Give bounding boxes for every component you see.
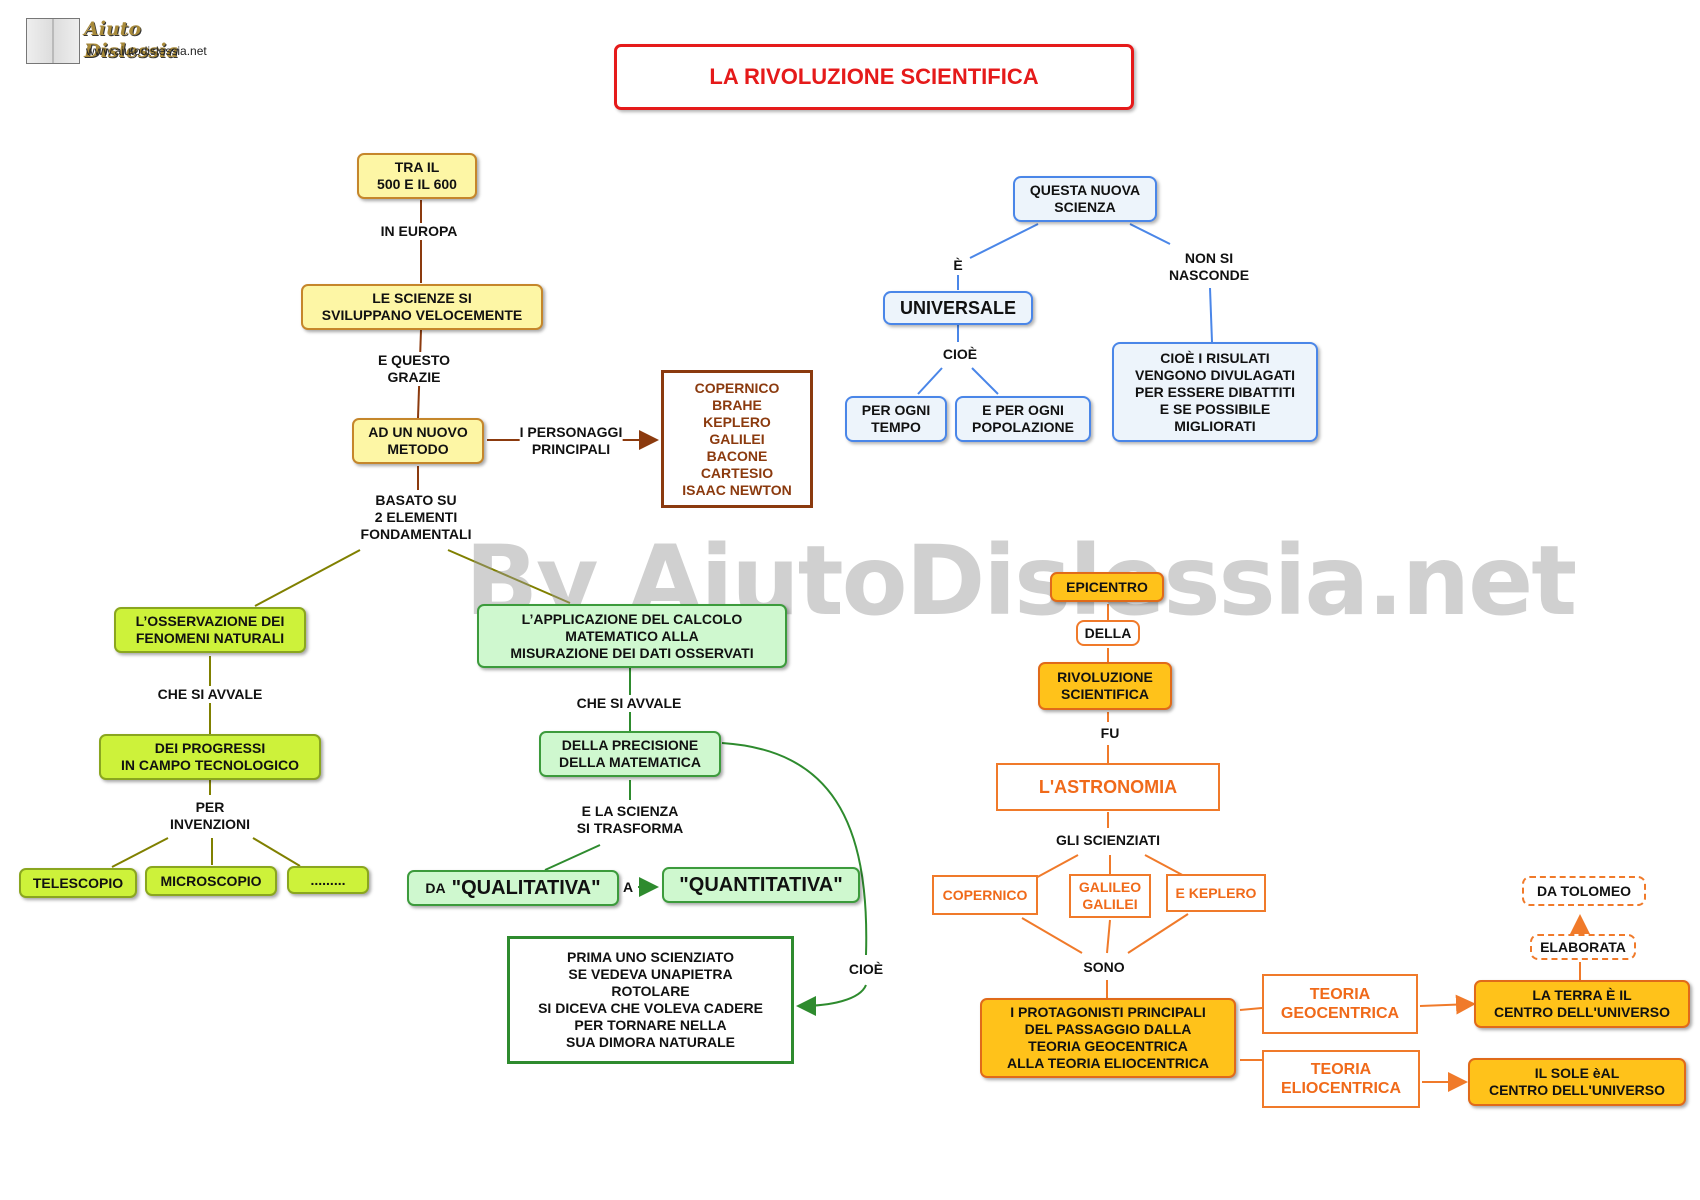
node-label: LA TERRA È IL CENTRO DELL'UNIVERSO: [1493, 987, 1670, 1020]
node-label: L'ASTRONOMIA: [1038, 776, 1178, 797]
node-label: COPERNICO: [942, 886, 1028, 903]
node-copernico: COPERNICO: [932, 875, 1038, 915]
node-astronomia: L'ASTRONOMIA: [996, 763, 1220, 811]
node-quantitativa: "QUANTITATIVA": [662, 867, 860, 903]
node-precisione: DELLA PRECISIONE DELLA MATEMATICA: [539, 731, 721, 777]
node-label: DA TOLOMEO: [1536, 882, 1632, 899]
node-qualitativa: DA "QUALITATIVA": [407, 870, 619, 906]
node-label: ELABORATA: [1540, 938, 1626, 955]
link-label-e-accent: È: [953, 257, 963, 274]
link-label-che-si-avvale-2: CHE SI AVVALE: [576, 695, 682, 712]
link-label-personaggi-principali: I PERSONAGGI PRINCIPALI: [519, 424, 623, 458]
link-label-per-invenzioni: PER INVENZIONI: [169, 799, 251, 833]
logo-brand: Aiuto Dislessia: [84, 18, 179, 62]
node-personaggi-list: COPERNICO BRAHE KEPLERO GALILEI BACONE C…: [661, 370, 813, 508]
node-teoria-geocentrica: TEORIA GEOCENTRICA: [1262, 974, 1418, 1034]
link-label-sono: SONO: [1083, 959, 1125, 976]
node-nuovo-metodo: AD UN NUOVO METODO: [352, 418, 484, 464]
node-epicentro: EPICENTRO: [1050, 572, 1164, 602]
node-label: PER OGNI TEMPO: [861, 402, 931, 435]
node-label: CIOÈ I RISULATI VENGONO DIVULAGATI PER E…: [1135, 349, 1295, 434]
aiutodislessia-logo: Aiuto Dislessia www.aiutodislessia.net: [26, 16, 236, 64]
link-label-non-si-nasconde: NON SI NASCONDE: [1168, 250, 1250, 284]
node-sole-centro: IL SOLE èAL CENTRO DELL'UNIVERSO: [1468, 1058, 1686, 1106]
link-label-fu: FU: [1100, 725, 1120, 742]
node-ogni-popolazione: E PER OGNI POPOLAZIONE: [955, 396, 1091, 442]
node-da-tolomeo: DA TOLOMEO: [1522, 876, 1646, 906]
node-label: MICROSCOPIO: [160, 872, 262, 889]
node-label: DELLA: [1084, 624, 1132, 641]
node-teoria-eliocentrica: TEORIA ELIOCENTRICA: [1262, 1050, 1420, 1108]
node-scienze-sviluppano: LE SCIENZE SI SVILUPPANO VELOCEMENTE: [301, 284, 543, 330]
logo-url: www.aiutodislessia.net: [86, 44, 207, 58]
node-label: TRA IL 500 E IL 600: [377, 159, 457, 192]
link-label-gli-scienziati: GLI SCIENZIATI: [1056, 832, 1160, 849]
node-label: GALILEO GALILEI: [1078, 879, 1142, 912]
node-label: E PER OGNI POPOLAZIONE: [972, 402, 1074, 435]
link-label-in-europa: IN EUROPA: [380, 223, 458, 240]
node-label: UNIVERSALE: [899, 297, 1016, 318]
link-label-a: A: [622, 879, 634, 896]
node-label: TEORIA GEOCENTRICA: [1280, 986, 1400, 1022]
node-telescopio: TELESCOPIO: [19, 868, 137, 898]
node-label: "QUALITATIVA": [451, 876, 601, 899]
node-label: QUESTA NUOVA SCIENZA: [1029, 182, 1141, 215]
node-nuova-scienza: QUESTA NUOVA SCIENZA: [1013, 176, 1157, 222]
node-galileo: GALILEO GALILEI: [1069, 874, 1151, 918]
node-microscopio: MICROSCOPIO: [145, 866, 277, 896]
node-label: RIVOLUZIONE SCIENTIFICA: [1057, 669, 1153, 702]
node-label: DEI PROGRESSI IN CAMPO TECNOLOGICO: [120, 740, 300, 773]
node-tra-500-600: TRA IL 500 E IL 600: [357, 153, 477, 199]
node-label: LE SCIENZE SI SVILUPPANO VELOCEMENTE: [321, 290, 523, 323]
node-label: I PROTAGONISTI PRINCIPALI DEL PASSAGGIO …: [1007, 1004, 1209, 1071]
title-box: LA RIVOLUZIONE SCIENTIFICA: [614, 44, 1134, 110]
node-label: E KEPLERO: [1175, 884, 1257, 901]
node-label: AD UN NUOVO METODO: [368, 424, 468, 457]
node-label: L’APPLICAZIONE DEL CALCOLO MATEMATICO AL…: [510, 610, 754, 661]
node-label: "QUANTITATIVA": [679, 873, 843, 896]
node-risultati: CIOÈ I RISULATI VENGONO DIVULAGATI PER E…: [1112, 342, 1318, 442]
node-label-da: DA: [425, 879, 446, 896]
link-label-e-la-scienza: E LA SCIENZA SI TRASFORMA: [576, 803, 684, 837]
link-label-cioe-green: CIOÈ: [848, 961, 884, 978]
link-label-che-si-avvale-1: CHE SI AVVALE: [157, 686, 263, 703]
node-applicazione: L’APPLICAZIONE DEL CALCOLO MATEMATICO AL…: [477, 604, 787, 668]
node-osservazione: L’OSSERVAZIONE DEI FENOMENI NATURALI: [114, 607, 306, 653]
node-label: TELESCOPIO: [32, 874, 124, 891]
node-label: L’OSSERVAZIONE DEI FENOMENI NATURALI: [135, 613, 285, 646]
node-label: .........: [310, 871, 346, 888]
node-altro: .........: [287, 866, 369, 894]
node-label: PRIMA UNO SCIENZIATO SE VEDEVA UNAPIETRA…: [538, 949, 763, 1050]
node-label: TEORIA ELIOCENTRICA: [1281, 1061, 1401, 1097]
node-keplero: E KEPLERO: [1166, 874, 1266, 912]
node-protagonisti: I PROTAGONISTI PRINCIPALI DEL PASSAGGIO …: [980, 998, 1236, 1078]
node-label: COPERNICO BRAHE KEPLERO GALILEI BACONE C…: [682, 379, 792, 498]
book-icon: [26, 18, 80, 64]
page-title: LA RIVOLUZIONE SCIENTIFICA: [709, 64, 1039, 89]
link-label-cioe-blue: CIOÈ: [942, 346, 978, 363]
node-elaborata: ELABORATA: [1530, 934, 1636, 960]
node-prima-scienziato: PRIMA UNO SCIENZIATO SE VEDEVA UNAPIETRA…: [507, 936, 794, 1064]
node-label: IL SOLE èAL CENTRO DELL'UNIVERSO: [1488, 1065, 1665, 1098]
link-label-e-questo-grazie: E QUESTO GRAZIE: [377, 352, 451, 386]
node-ogni-tempo: PER OGNI TEMPO: [845, 396, 947, 442]
node-terra-centro: LA TERRA È IL CENTRO DELL'UNIVERSO: [1474, 980, 1690, 1028]
link-label-basato-su: BASATO SU 2 ELEMENTI FONDAMENTALI: [360, 492, 472, 543]
node-rivoluzione: RIVOLUZIONE SCIENTIFICA: [1038, 662, 1172, 710]
node-progressi: DEI PROGRESSI IN CAMPO TECNOLOGICO: [99, 734, 321, 780]
node-label: EPICENTRO: [1066, 578, 1148, 595]
node-universale: UNIVERSALE: [883, 291, 1033, 325]
node-label: DELLA PRECISIONE DELLA MATEMATICA: [558, 737, 702, 770]
node-della: DELLA: [1076, 620, 1140, 646]
